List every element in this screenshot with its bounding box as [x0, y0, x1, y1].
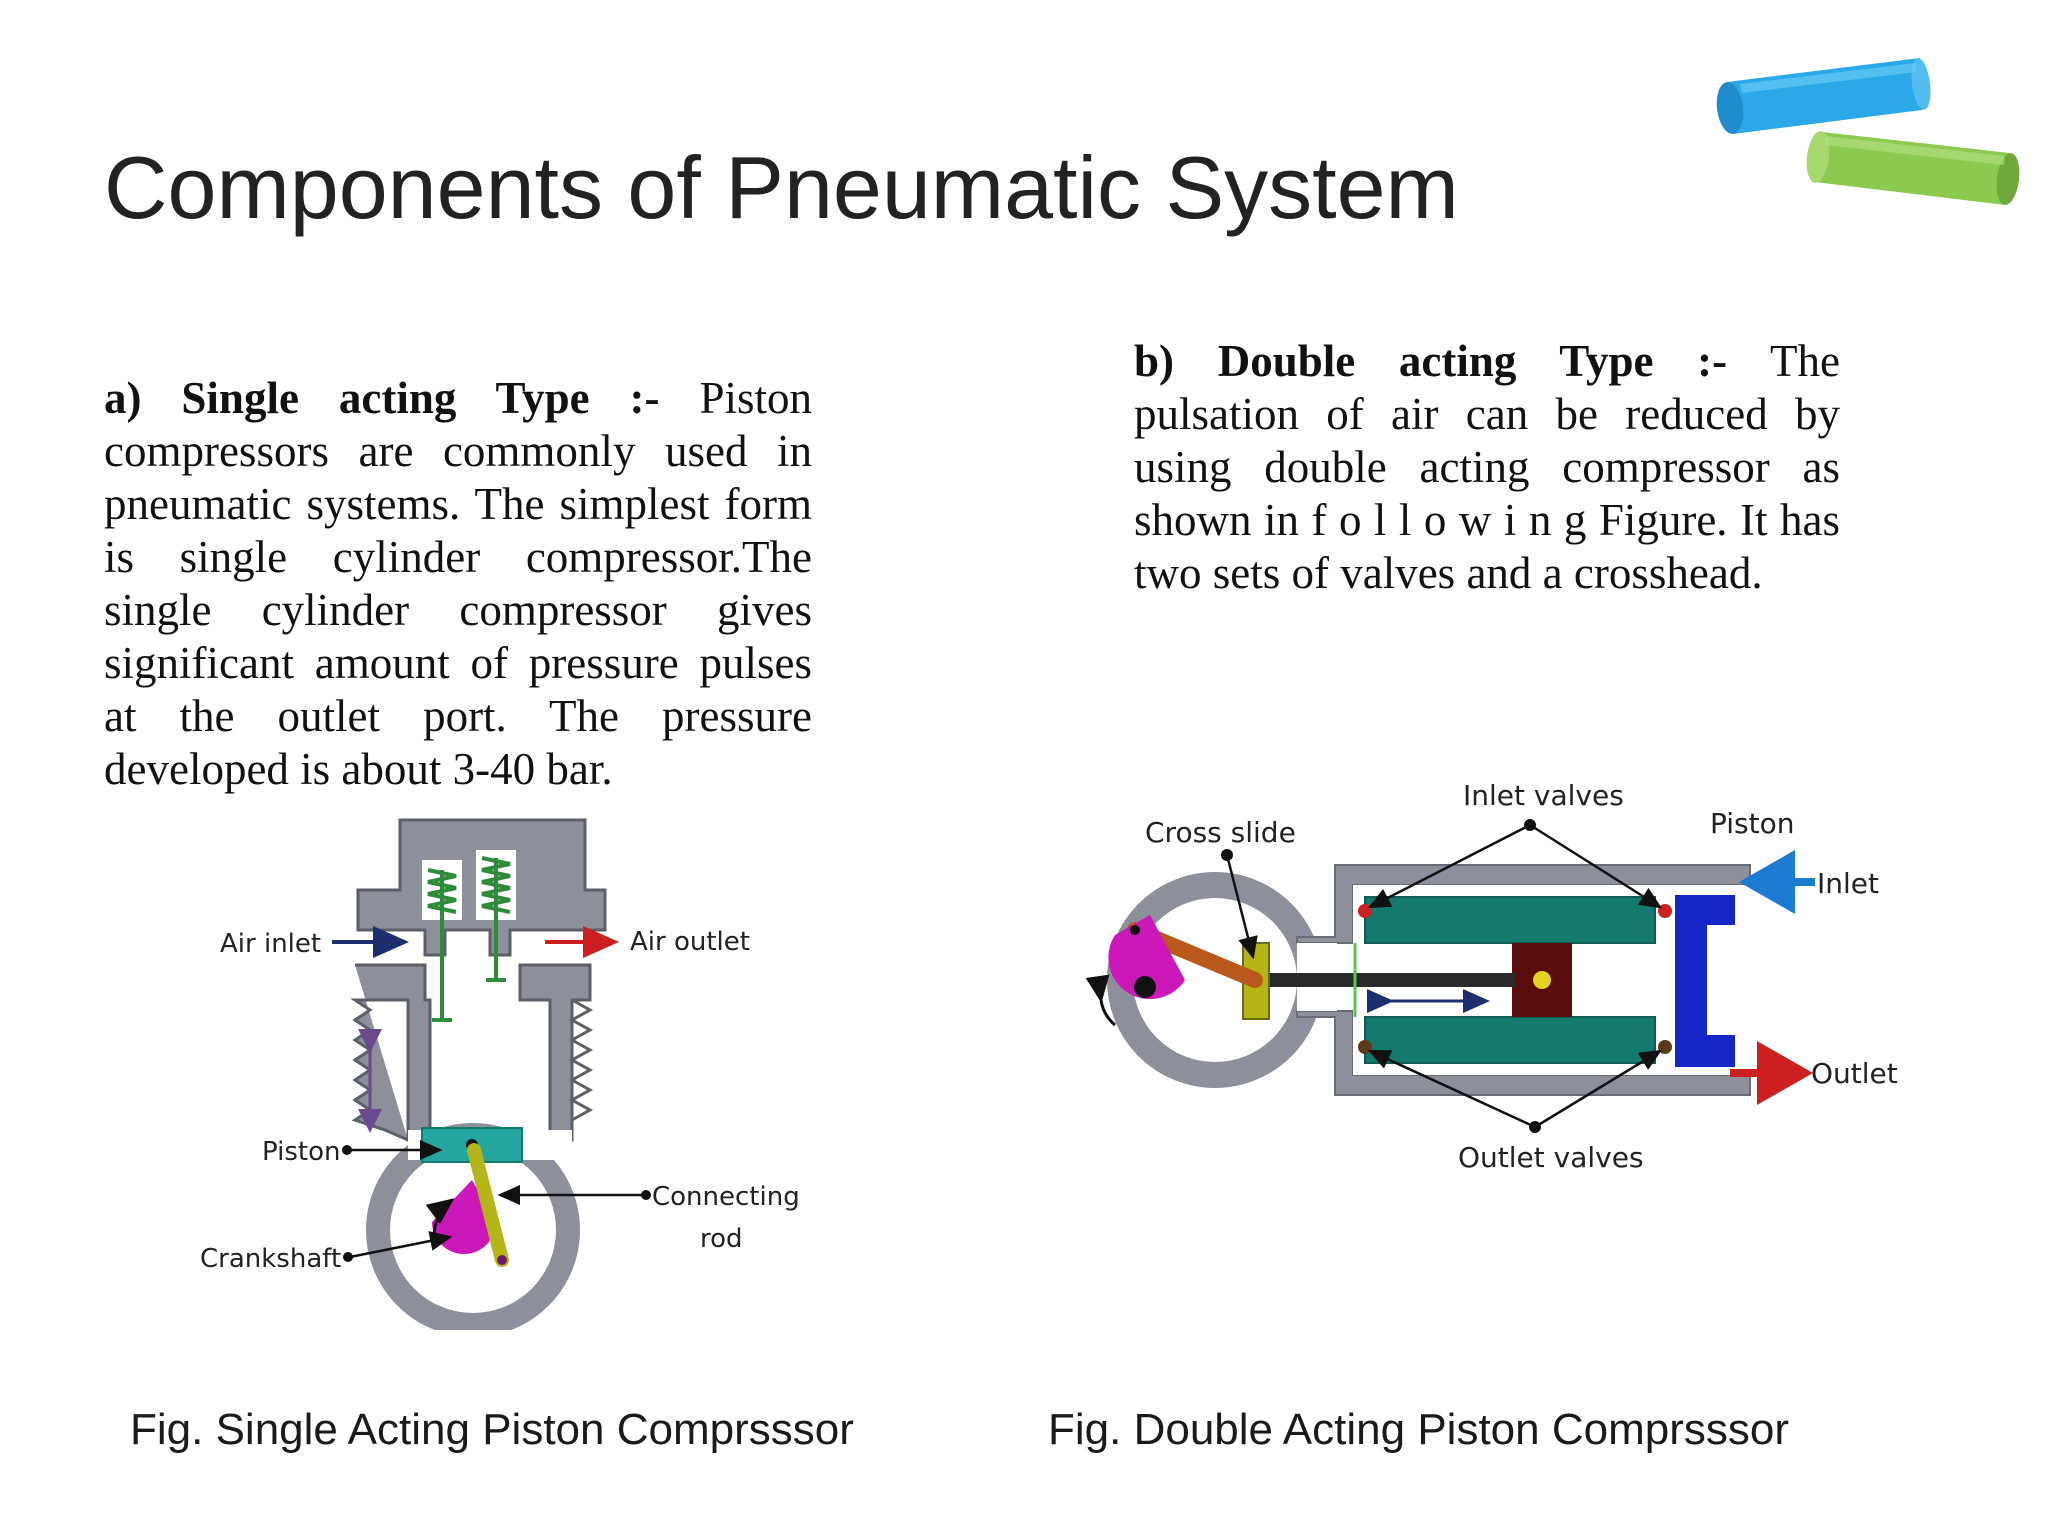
single-acting-heading: a) Single acting Type :-: [104, 373, 660, 423]
outlet-valve: [481, 856, 511, 982]
double-acting-diagram: Inlet valves Cross slide Piston Inlet Ou…: [1085, 779, 1898, 1174]
label-connecting: Connecting: [652, 1182, 800, 1212]
cylinder-left-wall: [350, 963, 432, 1142]
inlet-valve: [427, 868, 457, 1022]
label-outlet: Outlet: [1811, 1057, 1898, 1090]
blue-chalk: [1716, 58, 1931, 134]
single-acting-body: Piston compressors are commonly used in …: [104, 373, 812, 794]
crank-disc: [1108, 915, 1185, 1000]
piston-bottom: [1364, 1016, 1656, 1064]
label-cross-slide: Cross slide: [1145, 816, 1296, 849]
piston-rod: [1253, 973, 1515, 987]
single-acting-paragraph: a) Single acting Type :- Piston compress…: [104, 372, 812, 796]
label-outlet-valves: Outlet valves: [1458, 1141, 1644, 1174]
label-inlet-valves: Inlet valves: [1463, 779, 1624, 812]
double-acting-paragraph: b) Double acting Type :- The pulsation o…: [1134, 335, 1840, 600]
single-acting-diagram: Air inlet Air outlet Piston Connecting r…: [200, 818, 800, 1330]
cylinder-right-wall: [518, 963, 592, 1142]
green-chalk: [1806, 131, 2020, 205]
double-acting-body: The pulsation of air can be reduced by u…: [1134, 336, 1841, 598]
connecting-rod: [467, 1143, 509, 1267]
double-acting-caption: Fig. Double Acting Piston Comprsssor: [1048, 1405, 1789, 1454]
page-title: Components of Pneumatic System: [104, 138, 1459, 237]
label-crankshaft: Crankshaft: [200, 1244, 341, 1274]
label-rod: rod: [700, 1224, 743, 1254]
label-piston: Piston: [1710, 807, 1795, 840]
label-inlet: Inlet: [1817, 867, 1879, 900]
label-air-inlet: Air inlet: [220, 929, 321, 959]
label-piston: Piston: [262, 1137, 340, 1167]
piston-top: [1364, 896, 1656, 944]
double-acting-heading: b) Double acting Type :-: [1134, 336, 1728, 386]
single-acting-caption: Fig. Single Acting Piston Comprsssor: [130, 1405, 854, 1454]
label-air-outlet: Air outlet: [630, 927, 750, 957]
cylinder-end-cap: [1675, 895, 1735, 1067]
chalk-decoration: [1716, 58, 2020, 205]
